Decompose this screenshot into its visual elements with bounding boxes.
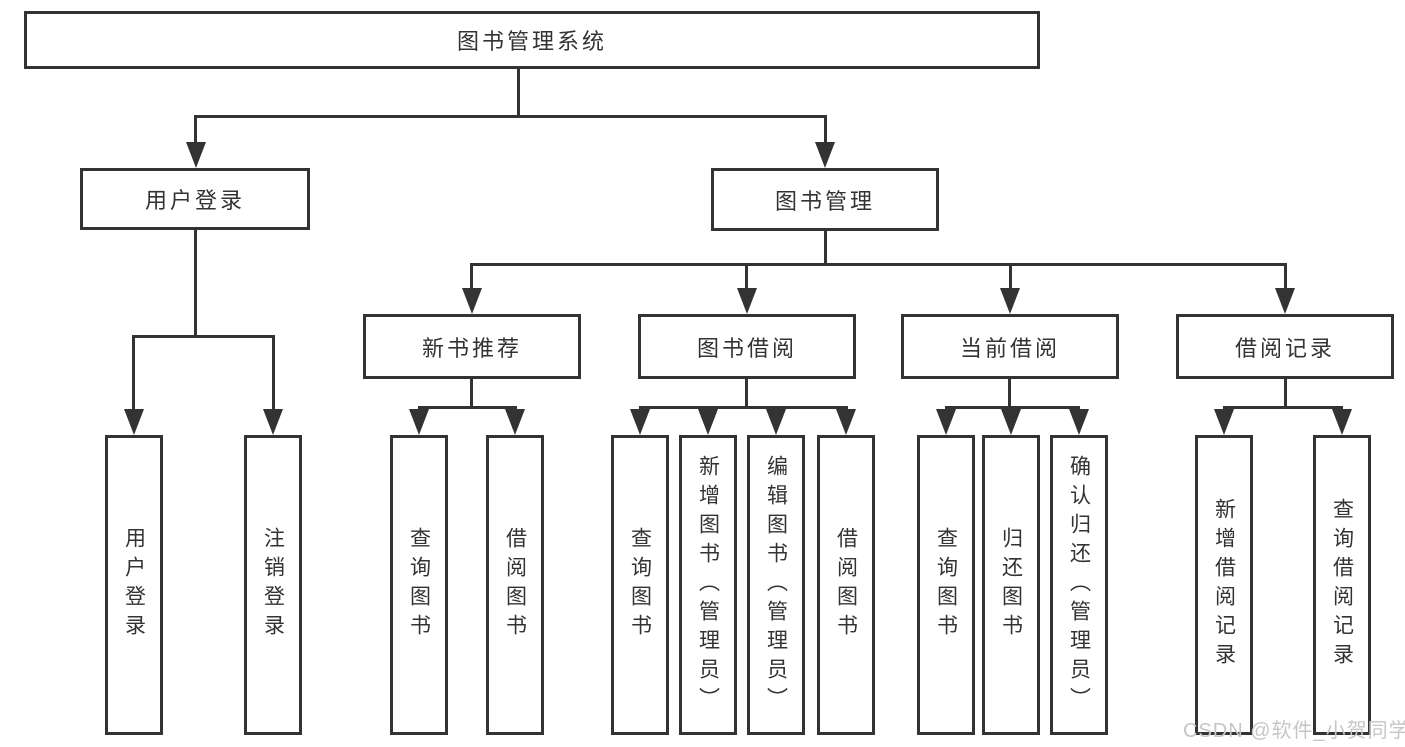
node-leaf-user-login: 用户登录: [105, 435, 163, 735]
arrow-down-icon: [263, 409, 283, 435]
arrow-down-icon: [462, 288, 482, 314]
node-current-borrow: 当前借阅: [901, 314, 1119, 379]
connector-current-borrow-rail: [945, 406, 1080, 409]
arrow-down-icon: [1275, 288, 1295, 314]
arrow-down-icon: [836, 409, 856, 435]
connector-new-book-trunk: [470, 379, 473, 408]
arrow-down-icon: [737, 288, 757, 314]
connector-drop-logout-leaf: [272, 335, 275, 411]
connector-book-borrow-rail: [639, 406, 848, 409]
node-leaf-confirm-return-admin: 确认归还（管理员）: [1050, 435, 1108, 735]
connector-book-mgmt-trunk: [824, 231, 827, 264]
connector-new-book-rail: [418, 406, 517, 409]
connector-drop-new-book: [470, 263, 473, 290]
node-new-book-recommend: 新书推荐: [363, 314, 581, 379]
node-leaf-borrow-books-2: 借阅图书: [817, 435, 875, 735]
arrow-down-icon: [124, 409, 144, 435]
arrow-down-icon: [698, 409, 718, 435]
node-leaf-edit-book-admin: 编辑图书（管理员）: [747, 435, 805, 735]
csdn-watermark: CSDN @软件_小贺同学: [1183, 720, 1405, 742]
node-leaf-query-borrow-record: 查询借阅记录: [1313, 435, 1371, 735]
node-leaf-query-books-2: 查询图书: [611, 435, 669, 735]
connector-drop-login-leaf: [132, 335, 135, 411]
node-leaf-query-books-1: 查询图书: [390, 435, 448, 735]
connector-drop-current-borrow: [1009, 263, 1012, 290]
connector-current-borrow-trunk: [1008, 379, 1011, 408]
arrow-down-icon: [505, 409, 525, 435]
arrow-down-icon: [936, 409, 956, 435]
node-library-management-system: 图书管理系统: [24, 11, 1040, 69]
connector-level2-rail: [470, 263, 1287, 266]
node-leaf-add-book-admin: 新增图书（管理员）: [679, 435, 737, 735]
node-book-borrow: 图书借阅: [638, 314, 856, 379]
node-leaf-add-borrow-record: 新增借阅记录: [1195, 435, 1253, 735]
node-borrow-records: 借阅记录: [1176, 314, 1394, 379]
connector-borrow-records-rail: [1223, 406, 1343, 409]
arrow-down-icon: [1000, 288, 1020, 314]
connector-drop-user-login: [194, 115, 197, 146]
connector-drop-book-borrow: [745, 263, 748, 290]
arrow-down-icon: [766, 409, 786, 435]
arrow-down-icon: [1214, 409, 1234, 435]
node-book-management: 图书管理: [711, 168, 939, 231]
node-leaf-query-books-3: 查询图书: [917, 435, 975, 735]
connector-root-trunk: [517, 69, 520, 117]
node-leaf-logout: 注销登录: [244, 435, 302, 735]
connector-book-borrow-trunk: [745, 379, 748, 408]
arrow-down-icon: [815, 142, 835, 168]
connector-user-login-trunk: [194, 230, 197, 337]
node-leaf-return-books: 归还图书: [982, 435, 1040, 735]
node-leaf-borrow-books-1: 借阅图书: [486, 435, 544, 735]
arrow-down-icon: [1332, 409, 1352, 435]
arrow-down-icon: [630, 409, 650, 435]
connector-user-login-rail: [132, 335, 275, 338]
connector-level1-rail: [194, 115, 827, 118]
arrow-down-icon: [1001, 409, 1021, 435]
arrow-down-icon: [1069, 409, 1089, 435]
node-user-login: 用户登录: [80, 168, 310, 230]
connector-borrow-records-trunk: [1284, 379, 1287, 408]
connector-drop-borrow-records: [1284, 263, 1287, 290]
arrow-down-icon: [186, 142, 206, 168]
connector-drop-book-management: [824, 115, 827, 146]
arrow-down-icon: [409, 409, 429, 435]
